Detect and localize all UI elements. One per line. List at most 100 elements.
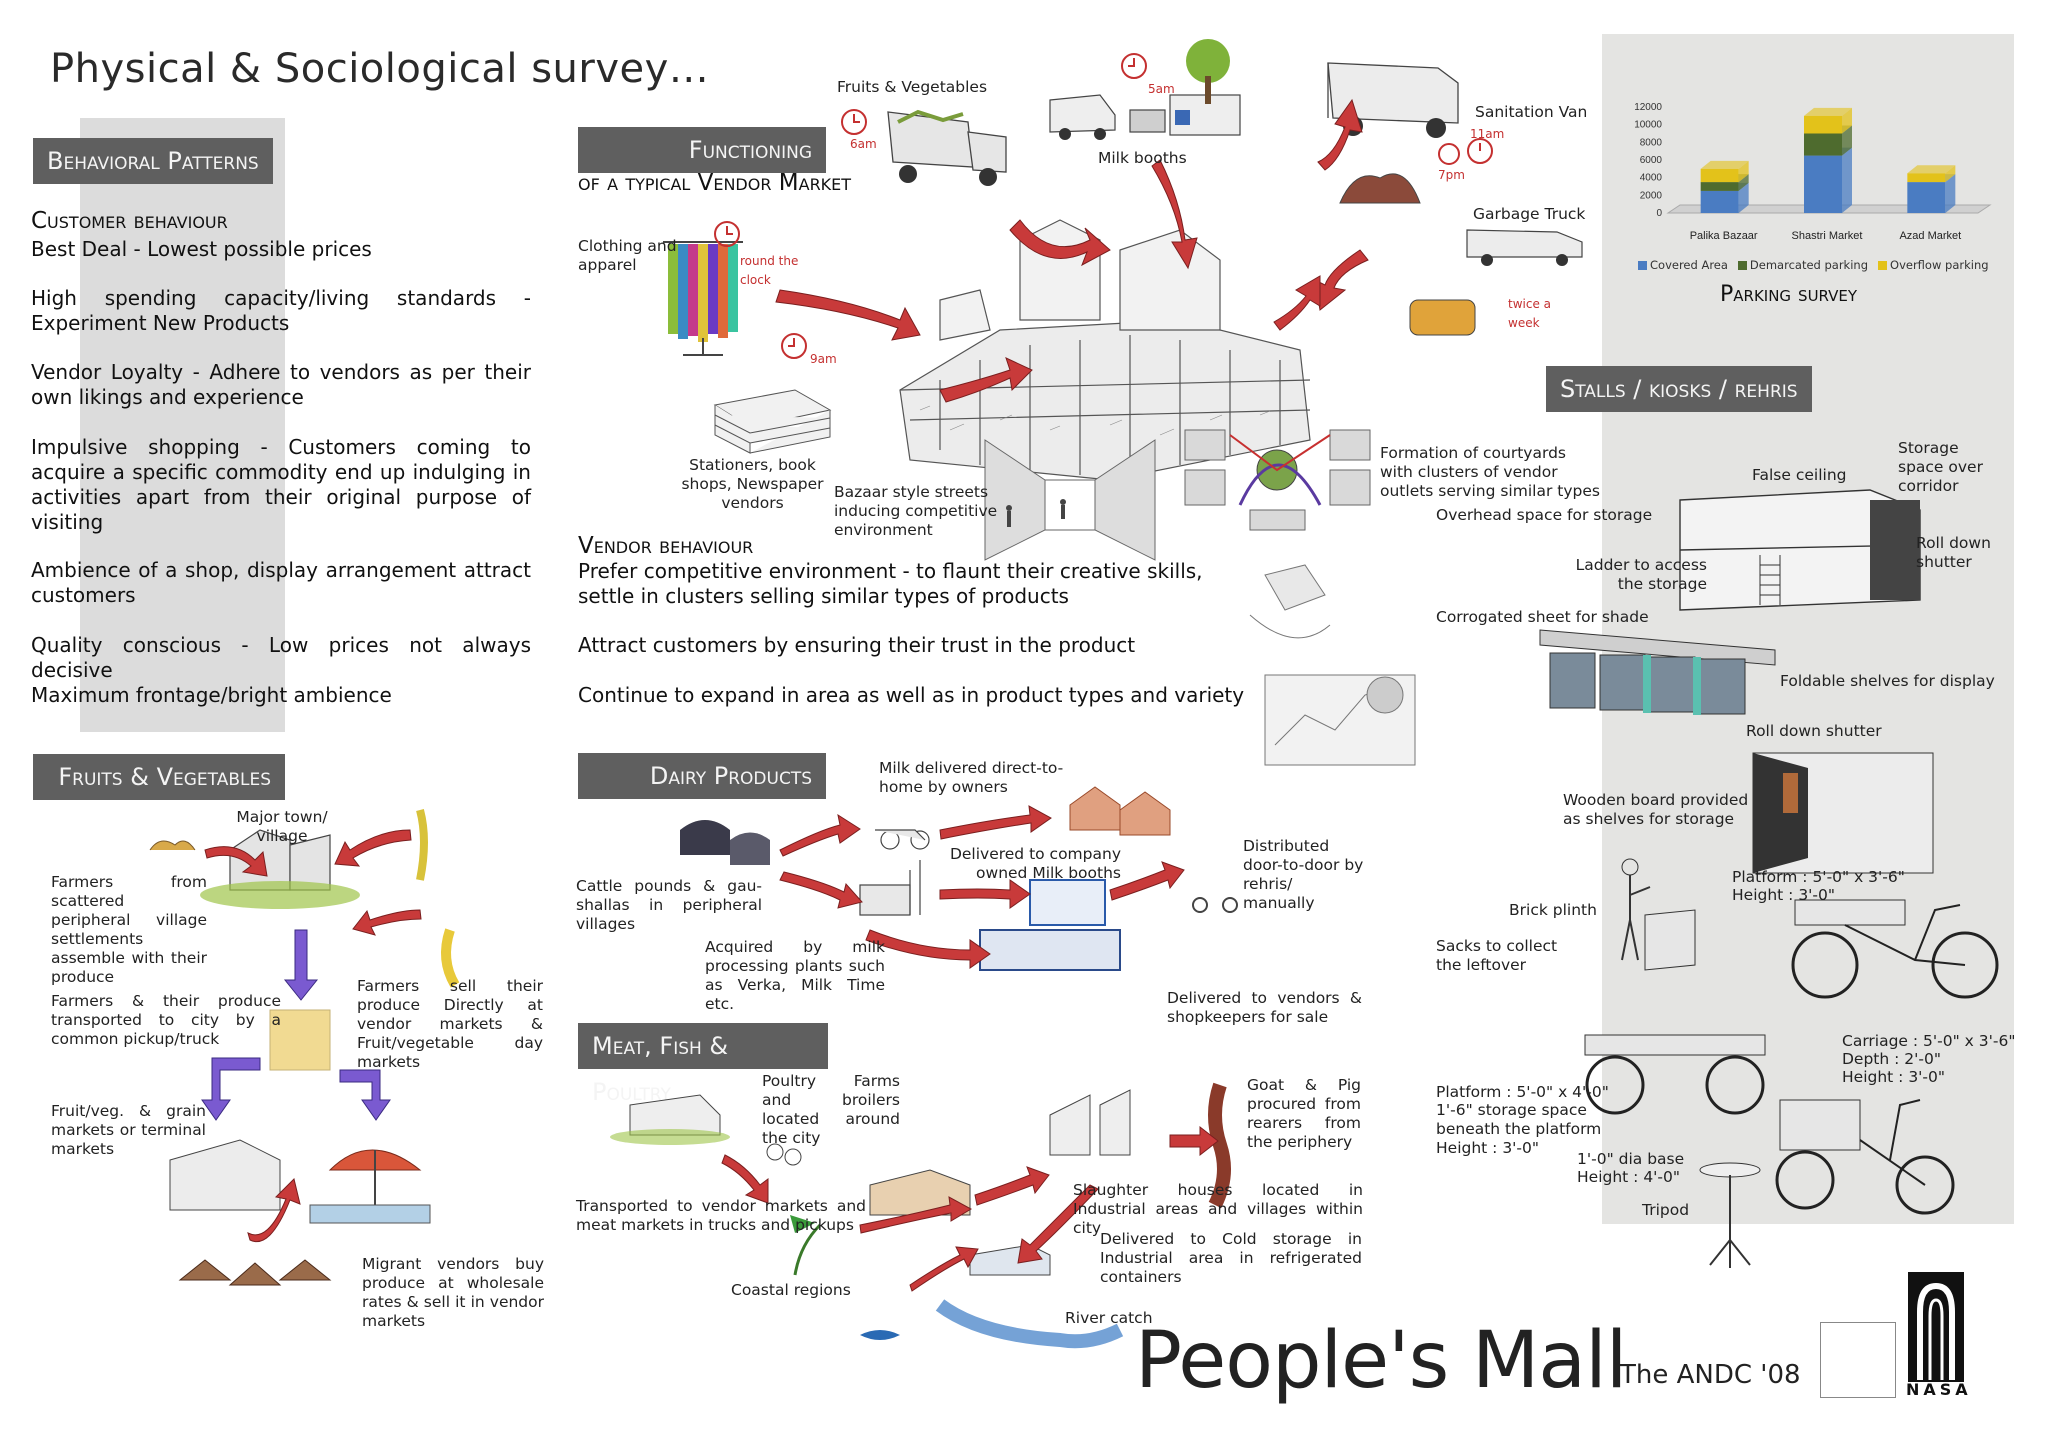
customer-item: Maximum frontage/bright ambience <box>31 683 392 707</box>
label-poultry: Poultry Farms and broilers located aroun… <box>762 1072 900 1147</box>
garbage-truck-icon <box>1466 229 1583 266</box>
customer-item: Impulsive shopping - Customers coming to… <box>31 435 531 534</box>
label-height1: Height : 3'-0" <box>1732 886 1836 904</box>
label-round-clock: round the clock <box>740 254 799 287</box>
dustbin-icon <box>1409 299 1476 336</box>
label-clothing: Clothing and apparel <box>578 237 677 274</box>
label-platform2: Platform : 5'-0" x 4'-0" <box>1436 1083 1609 1101</box>
page-title: Physical & Sociological survey… <box>50 46 710 92</box>
label-coastal: Coastal regions <box>731 1281 851 1299</box>
label-11am: 11am <box>1470 127 1505 141</box>
customer-item: High spending capacity/living standards … <box>31 286 531 335</box>
label-height2: Height : 3'-0" <box>1842 1068 1946 1086</box>
bar-segment <box>1700 168 1739 183</box>
label-farmers-sell: Farmers sell their produce Directly at v… <box>357 977 543 1071</box>
label-foldable: Foldable shelves for display <box>1780 672 1995 690</box>
label-brick: Brick plinth <box>1509 901 1597 919</box>
vendor-behaviour-sketch <box>1249 564 1416 766</box>
vendor-item: Continue to expand in area as well as in… <box>578 683 1245 707</box>
customer-item: Ambience of a shop, display arrangement … <box>31 558 531 607</box>
bar-segment <box>1804 155 1842 213</box>
customer-item: Quality conscious - Low prices not alway… <box>31 633 531 682</box>
legend-item: Overflow parking <box>1878 258 1989 272</box>
y-tick-label: 12000 <box>1634 102 1662 113</box>
label-roll-down-1: Roll down shutter <box>1916 534 1991 571</box>
functioning-header: Functioning <box>578 127 826 173</box>
bicycle-cart-sketch <box>1791 899 1999 999</box>
bar-side <box>1738 174 1749 191</box>
label-9am: 9am <box>810 352 837 366</box>
clock-icon-round <box>714 221 740 247</box>
bar-segment <box>1804 133 1842 156</box>
y-tick-label: 4000 <box>1640 173 1663 184</box>
clock-icon-11am <box>1467 138 1493 164</box>
x-tick-label: Palika Bazaar <box>1690 230 1758 242</box>
y-tick-label: 10000 <box>1634 120 1662 131</box>
bar-top <box>1804 107 1852 116</box>
label-sanitation-van: Sanitation Van <box>1475 103 1588 121</box>
legend-swatch-covered <box>1638 261 1647 270</box>
legend-item: Covered Area <box>1638 258 1728 272</box>
label-false-ceiling: False ceiling <box>1752 466 1847 484</box>
nasa-arch-icon <box>1917 1282 1955 1380</box>
dairy-products-header: Dairy Products <box>578 753 826 799</box>
bar-segment <box>1907 182 1946 213</box>
label-bazaar: Bazaar style streets inducing competitiv… <box>834 483 998 539</box>
courtyard-sketch <box>1184 429 1371 531</box>
label-milk-booths: Milk booths <box>1098 149 1187 167</box>
customer-item: Best Deal - Lowest possible prices <box>31 237 372 261</box>
bazaar-street-sketch <box>984 439 1156 561</box>
stalls-header: Stalls / kiosks / rehris <box>1546 366 1812 412</box>
customer-item: Vendor Loyalty - Adhere to vendors as pe… <box>31 360 531 409</box>
label-major-town: Major town/ village <box>236 808 328 845</box>
label-slaughter: Slaughter houses located in Industrial a… <box>1073 1181 1363 1237</box>
legend-item: Demarcated parking <box>1737 258 1868 272</box>
label-cold: Delivered to Cold storage in Industrial … <box>1100 1230 1362 1286</box>
bar-side <box>1945 174 1956 213</box>
clothing-rack-icon <box>663 241 743 356</box>
stall-shade-sketch <box>1539 629 1776 715</box>
flow-arrows <box>775 98 1369 403</box>
label-company-booths: Delivered to company owned Milk booths <box>949 845 1121 882</box>
garbage-pile-icon <box>1339 173 1421 204</box>
clock-icon-7pm <box>1438 143 1460 165</box>
label-ladder: Ladder to access the storage <box>1575 556 1707 593</box>
chart-legend: Covered Area Demarcated parking Overflow… <box>1638 258 1989 272</box>
label-carriage: Carriage : 5'-0" x 3'-6" <box>1842 1032 2016 1050</box>
label-platform1: Platform : 5'-0" x 3'-6" <box>1732 868 1905 886</box>
dairy-flow-sketch <box>680 786 1238 971</box>
project-title: People's Mall <box>1135 1316 1627 1406</box>
blank-logo-box <box>1820 1322 1896 1398</box>
parking-survey-title: Parking survey <box>1720 282 1858 307</box>
label-farmers-transported: Farmers & their produce transported to c… <box>51 992 281 1048</box>
label-milk-delivered: Milk delivered direct-to-home by owners <box>879 759 1064 796</box>
clock-icon-6am <box>841 109 867 135</box>
hand-cart-sketch <box>1584 1034 1766 1115</box>
y-tick-label: 2000 <box>1640 190 1663 201</box>
label-garbage-truck: Garbage Truck <box>1473 205 1586 223</box>
bar-side <box>1842 107 1852 134</box>
tree-icon <box>1186 39 1230 104</box>
x-tick-label: Shastri Market <box>1792 230 1863 242</box>
label-wooden: Wooden board provided as shelves for sto… <box>1563 791 1749 828</box>
x-tick-label: Azad Market <box>1899 230 1961 242</box>
tripod-stand-sketch <box>1699 1162 1761 1268</box>
label-transported: Transported to vendor markets and meat m… <box>576 1197 866 1234</box>
legend-label: Overflow parking <box>1890 258 1989 272</box>
label-roll-down-2: Roll down shutter <box>1746 722 1882 740</box>
label-fruits-vegetables: Fruits & Vegetables <box>837 78 988 96</box>
bar-segment <box>1700 182 1739 191</box>
functioning-subtitle: of a typical Vendor Market <box>578 170 852 196</box>
label-tripod: Tripod <box>1642 1201 1690 1219</box>
vendor-item: Prefer competitive environment - to flau… <box>578 559 1203 608</box>
y-tick-label: 0 <box>1656 208 1662 219</box>
bar-side <box>1945 165 1956 183</box>
label-height3: Height : 3'-0" <box>1436 1139 1540 1157</box>
label-overhead: Overhead space for storage <box>1436 506 1653 524</box>
legend-swatch-demarcated <box>1737 261 1747 270</box>
customer-behaviour-title: Customer behaviour <box>31 208 228 234</box>
label-6am: 6am <box>850 137 877 151</box>
newspaper-stack-icon <box>713 389 832 454</box>
label-cattle: Cattle pounds & gau-shallas in periphera… <box>576 877 762 933</box>
